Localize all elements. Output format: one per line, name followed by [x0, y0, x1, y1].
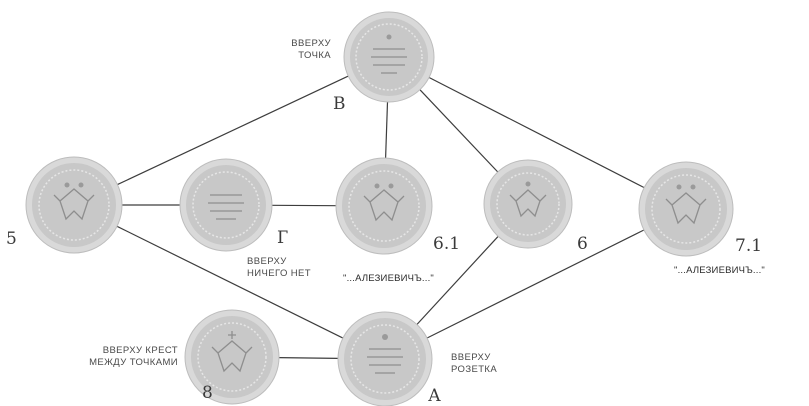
- node-id-a: А: [428, 386, 441, 406]
- note-a-line-2: РОЗЕТКА: [451, 364, 497, 375]
- note-8-line-2: МЕЖДУ ТОЧКАМИ: [89, 357, 178, 368]
- node-id-8: 8: [202, 383, 213, 403]
- coin-6-1[interactable]: [336, 158, 432, 254]
- coin-a[interactable]: [338, 312, 432, 406]
- node-id-7-1: 7.1: [735, 236, 762, 256]
- note-8-line-1: ВВЕРХУ КРЕСТ: [103, 345, 178, 356]
- node-id-5: 5: [6, 229, 17, 249]
- coin-b[interactable]: [344, 12, 434, 102]
- note-b-line-1: ВВЕРХУ: [291, 38, 331, 49]
- node-id-b: В: [333, 94, 346, 114]
- node-id-6: 6: [577, 234, 588, 254]
- node-id-6-1: 6.1: [433, 234, 460, 254]
- edge-a-n8: [279, 358, 338, 359]
- coin-8[interactable]: [185, 310, 279, 404]
- edge-b-n61: [386, 102, 388, 158]
- coin-7-1[interactable]: [639, 162, 733, 256]
- coin-g[interactable]: [180, 159, 272, 251]
- quote-7-1: "...АЛЕЗИЕВИЧЪ...": [674, 265, 765, 276]
- coin-5[interactable]: [26, 157, 122, 253]
- quote-6-1: "...АЛЕЗИЕВИЧЪ...": [343, 273, 434, 284]
- coin-6[interactable]: [484, 160, 572, 248]
- edge-b-n6: [420, 90, 498, 172]
- note-b-line-2: ТОЧКА: [298, 50, 331, 61]
- note-g-line-1: ВВЕРХУ: [247, 256, 287, 267]
- note-a-line-1: ВВЕРХУ: [451, 352, 491, 363]
- note-g-line-2: НИЧЕГО НЕТ: [247, 268, 311, 279]
- node-id-g: Г: [277, 228, 288, 248]
